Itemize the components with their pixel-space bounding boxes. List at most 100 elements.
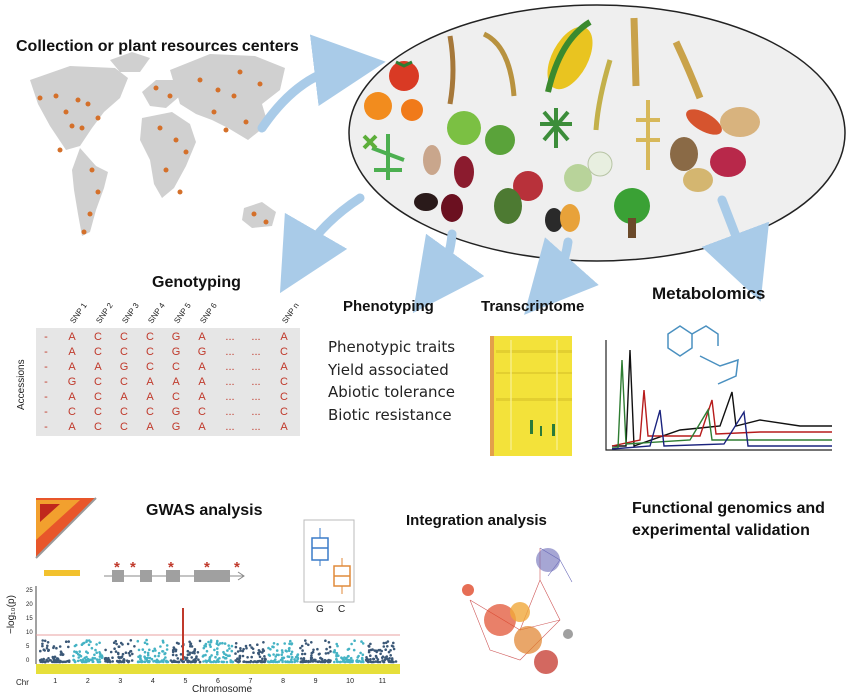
manhattan-point [86, 657, 90, 661]
melon-pale-icon [564, 164, 592, 192]
manhattan-point [198, 639, 202, 643]
manhattan-points [38, 608, 398, 664]
manhattan-point [148, 656, 152, 660]
functional-title-line2: experimental validation [632, 522, 810, 539]
network-graph [462, 547, 573, 674]
manhattan-point [274, 660, 278, 664]
manhattan-point [57, 660, 61, 664]
arrow-to-transcriptome [524, 237, 599, 315]
manhattan-point [153, 654, 157, 658]
manhattan-point [392, 641, 395, 645]
genotype-cell: ... [225, 406, 234, 418]
manhattan-point [115, 642, 118, 646]
manhattan-point [268, 654, 272, 657]
manhattan-point [271, 645, 274, 648]
svg-text:*: * [204, 559, 210, 576]
metabolomics-title: Metabolomics [652, 284, 766, 303]
manhattan-point [60, 651, 63, 655]
manhattan-point [389, 649, 392, 652]
manhattan-point [307, 643, 310, 647]
trait-item: Yield associated [328, 360, 449, 379]
collection-title: Collection or plant resources centers [16, 38, 299, 55]
svg-text:*: * [168, 559, 174, 576]
svg-text:*: * [130, 559, 136, 576]
chromosome-tick: 9 [313, 678, 318, 685]
manhattan-point [215, 642, 219, 645]
chromosome-tick: 3 [118, 678, 123, 685]
snp-header: SNP 4 [146, 301, 167, 325]
manhattan-point [48, 659, 52, 662]
manhattan-point [42, 648, 46, 651]
genotype-cell: C [94, 331, 102, 343]
manhattan-point [234, 659, 238, 662]
tree-canopy-icon [614, 188, 650, 224]
trait-item: Biotic resistance [328, 405, 452, 424]
manhattan-point [72, 654, 75, 658]
manhattan-point [287, 647, 291, 650]
chromosome-tick: 4 [150, 678, 155, 685]
manhattan-point [228, 654, 231, 657]
genotype-cell: ... [251, 346, 260, 358]
manhattan-point [151, 649, 155, 653]
genotype-cell: A [172, 376, 180, 388]
manhattan-point [275, 653, 279, 657]
aloe-icon [540, 108, 572, 148]
bean-black-icon [545, 208, 563, 232]
bean-red-icon [454, 156, 474, 188]
genotype-cell: C [172, 391, 180, 403]
genotype-cell: ... [225, 331, 234, 343]
manhattan-point [375, 650, 379, 654]
rice-panicle-icon [482, 31, 517, 97]
manhattan-point [138, 660, 142, 664]
manhattan-point [386, 645, 389, 648]
snp-header: SNP 3 [120, 301, 141, 325]
manhattan-point [252, 651, 255, 654]
manhattan-point [138, 654, 142, 658]
manhattan-point [353, 639, 356, 642]
manhattan-point [179, 653, 183, 656]
manhattan-point [90, 646, 94, 650]
manhattan-point [319, 656, 322, 660]
manhattan-point [79, 654, 83, 658]
manhattan-point [161, 650, 165, 653]
molecule-structure [667, 325, 739, 385]
seedling-icon [371, 134, 405, 180]
manhattan-point [226, 649, 229, 652]
manhattan-point [390, 657, 394, 660]
manhattan-point [67, 640, 70, 643]
manhattan-point [394, 660, 398, 663]
manhattan-point [177, 642, 180, 645]
manhattan-point [111, 660, 114, 663]
sorghum-root-icon [636, 100, 660, 170]
manhattan-point [364, 658, 368, 662]
manhattan-point [281, 656, 285, 660]
manhattan-point [369, 654, 372, 657]
manhattan-point [390, 659, 393, 663]
manhattan-point [304, 642, 308, 645]
manhattan-point [272, 642, 276, 645]
genotype-cell: C [146, 346, 154, 358]
manhattan-point [341, 657, 344, 660]
manhattan-point [164, 656, 167, 659]
genotype-cell: - [44, 421, 48, 433]
potato-red-icon [710, 147, 746, 177]
manhattan-point [310, 654, 313, 657]
genotype-cell: ... [251, 391, 260, 403]
manhattan-point [104, 648, 107, 652]
manhattan-point [39, 649, 42, 653]
genotype-cell: A [68, 361, 76, 373]
chromosome-tick: 10 [346, 678, 354, 685]
manhattan-point [192, 650, 196, 654]
snp-header: SNP n [280, 301, 301, 325]
manhattan-point [121, 652, 125, 656]
genotype-cell: A [120, 391, 128, 403]
manhattan-point [221, 641, 224, 645]
manhattan-point [272, 659, 276, 663]
manhattan-point [127, 651, 131, 655]
genotype-cell: G [120, 361, 129, 373]
manhattan-point [45, 646, 49, 650]
manhattan-point [80, 643, 84, 646]
chromosome-tick: 2 [85, 678, 90, 685]
manhattan-point [91, 660, 95, 663]
manhattan-point [159, 660, 163, 663]
